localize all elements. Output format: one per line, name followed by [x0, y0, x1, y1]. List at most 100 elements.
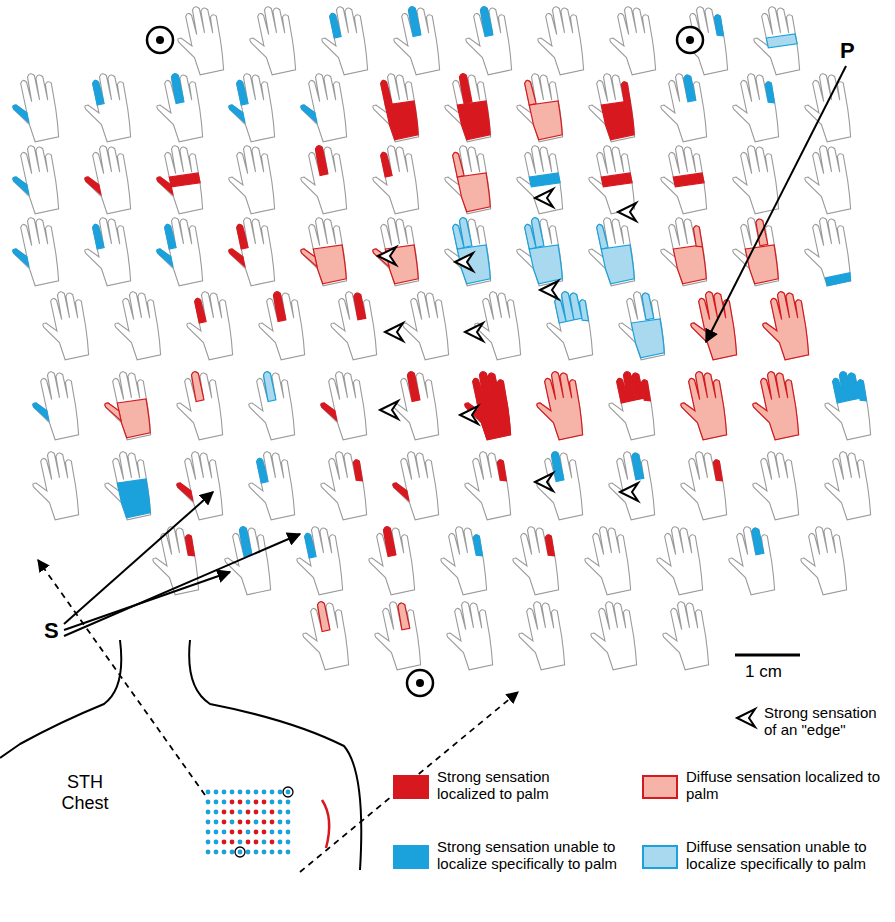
sensation-region [496, 459, 507, 482]
electrode-dot [246, 840, 251, 845]
sensation-region [479, 6, 493, 37]
hand-outline [799, 142, 855, 217]
hand-outline [151, 70, 207, 145]
hand-shape [295, 70, 351, 145]
sensation-region [190, 371, 204, 402]
sensation-region [530, 217, 544, 248]
electrode-dot [222, 810, 227, 815]
sensation-region [304, 533, 316, 558]
legend-text: Diffuse sensation localized to palm [686, 768, 886, 803]
hand-outline [531, 368, 587, 443]
hand-shape [727, 70, 783, 145]
hand-shape [675, 368, 731, 443]
sensation-region [92, 80, 104, 105]
legend-swatch [642, 775, 678, 799]
hand-shape [603, 368, 659, 443]
electrode-dot [262, 850, 267, 855]
hand-shape [799, 142, 855, 217]
sensation-region [458, 217, 472, 248]
hand-outline [435, 523, 491, 598]
electrode-dot [230, 810, 235, 815]
sensation-region [380, 80, 392, 105]
hand-outline [147, 523, 203, 598]
hand-outline [511, 142, 567, 217]
hand-shape [387, 448, 443, 523]
electrode-dot [278, 790, 283, 795]
hand-shape [171, 368, 227, 443]
sensation-region [313, 243, 349, 284]
hand-shape [513, 598, 569, 673]
sensation-region [712, 459, 723, 482]
hand-shape [243, 368, 299, 443]
hand-shape [460, 3, 516, 78]
hand-outline [295, 70, 351, 145]
hand-shape [99, 368, 155, 443]
hand-outline [727, 70, 783, 145]
sensation-region [452, 152, 464, 177]
hand-shape [675, 448, 731, 523]
electrode-dot [270, 790, 275, 795]
electrode-dot [254, 810, 259, 815]
hand-outline [441, 598, 497, 673]
electrode-dot [254, 790, 259, 795]
hand-outline [79, 214, 135, 289]
electrode-dot [286, 790, 291, 795]
hand-shape [511, 70, 567, 145]
hand-outline [367, 214, 423, 289]
sensation-region [457, 99, 493, 140]
hand-outline [223, 70, 279, 145]
sensation-region [601, 243, 637, 284]
sensation-region [615, 368, 651, 407]
hand-outline [397, 288, 453, 363]
hand-shape [388, 3, 444, 78]
hand-shape [585, 598, 641, 673]
hand-outline [459, 448, 515, 523]
hand-shape [7, 214, 63, 289]
hand-shape [799, 70, 855, 145]
hand-shape [579, 523, 635, 598]
electrode-dot [214, 790, 219, 795]
sensation-region [236, 80, 248, 105]
hand-shape [172, 3, 228, 78]
sensation-region [692, 225, 703, 248]
hand-outline [243, 368, 299, 443]
sensation-region [553, 288, 589, 327]
electrode-dot [238, 820, 243, 825]
sensation-region [13, 175, 29, 197]
hand-outline [655, 70, 711, 145]
hand-outline [585, 598, 641, 673]
hand-outline [439, 70, 495, 145]
sensation-region [321, 401, 337, 423]
electrode-dot [222, 820, 227, 825]
hand-outline [223, 142, 279, 217]
sensation-region [457, 171, 493, 212]
electrode-dot [222, 840, 227, 845]
hand-shape [325, 288, 381, 363]
sensation-region [550, 451, 564, 482]
electrode-dot [214, 830, 219, 835]
electrode-dot [270, 800, 275, 805]
hand-outline [369, 598, 425, 673]
electrode-dot [246, 790, 251, 795]
hand-shape [459, 448, 515, 523]
electrode-dot [222, 830, 227, 835]
sensation-region [229, 103, 245, 125]
legend-swatch [393, 775, 429, 799]
sensation-region [382, 526, 396, 557]
hand-shape [439, 142, 495, 217]
electrode-dot [246, 820, 251, 825]
hand-outline [315, 368, 371, 443]
legend-swatch [393, 845, 429, 869]
hand-outline [511, 70, 567, 145]
hand-outline [747, 448, 803, 523]
hand-outline [604, 3, 660, 78]
electrode-dot [230, 830, 235, 835]
hand-shape [79, 214, 135, 289]
electrode-dot [230, 840, 235, 845]
sensation-region [596, 224, 608, 249]
hand-shape [604, 3, 660, 78]
hand-outline [655, 214, 711, 289]
electrode-dot [238, 790, 243, 795]
electrode-dot [254, 820, 259, 825]
